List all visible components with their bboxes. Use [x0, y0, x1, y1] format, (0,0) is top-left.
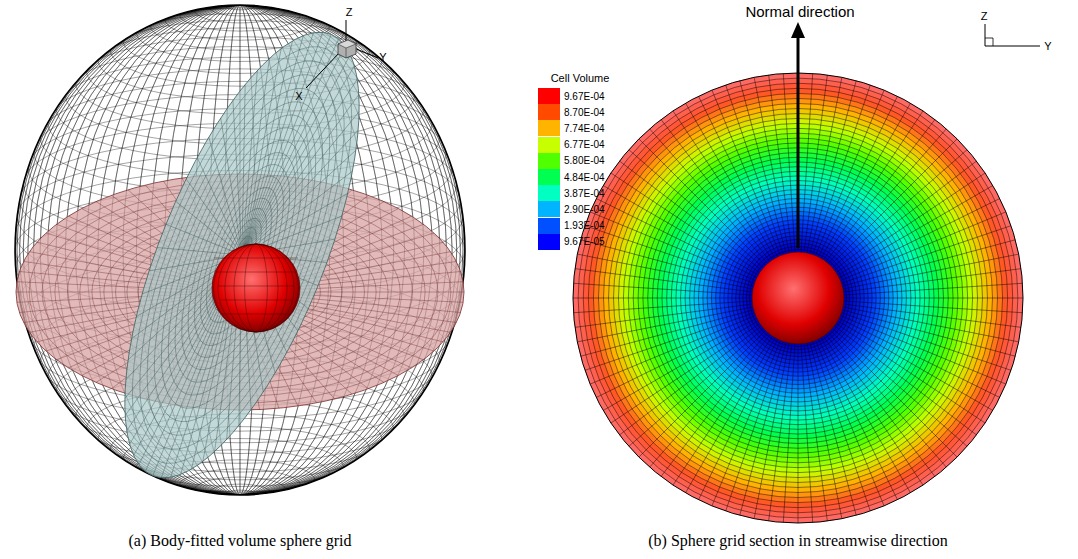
axis-label: Normal direction — [745, 4, 854, 21]
legend-swatch — [538, 169, 560, 185]
axis-label: X — [295, 90, 302, 102]
axis-label: Z — [346, 6, 353, 18]
legend-value: 4.84E-04 — [564, 172, 605, 183]
inner-sphere — [212, 244, 300, 332]
legend-value: 7.74E-04 — [564, 123, 605, 134]
legend-value: 9.67E-04 — [564, 91, 605, 102]
surface-wireframe — [15, 0, 465, 503]
axis-label: Y — [1044, 40, 1051, 52]
legend-swatch — [538, 185, 560, 201]
legend-value: 9.67E-05 — [564, 236, 605, 247]
subfigure-caption: (b) Sphere grid section in streamwise di… — [648, 532, 947, 550]
legend-value: 8.70E-04 — [564, 107, 605, 118]
legend-swatch — [538, 104, 560, 120]
axis-label: Y — [379, 51, 386, 63]
subfigure-caption: (a) Body-fitted volume sphere grid — [128, 532, 351, 550]
legend-title: Cell Volume — [551, 72, 610, 84]
legend-value: 6.77E-04 — [564, 139, 605, 150]
legend-value: 2.90E-04 — [564, 204, 605, 215]
legend-value: 5.80E-04 — [564, 155, 605, 166]
legend-swatch — [538, 153, 560, 169]
legend-swatch — [538, 201, 560, 217]
legend-swatch — [538, 234, 560, 250]
legend-value: 3.87E-04 — [564, 188, 605, 199]
inner-sphere — [752, 252, 844, 344]
legend-swatch — [538, 218, 560, 234]
vertical-plane — [77, 4, 407, 507]
axis-triads — [306, 20, 1040, 248]
legend-swatch — [538, 137, 560, 153]
volume-mesh — [15, 0, 465, 506]
legend-value: 1.93E-04 — [564, 220, 605, 231]
axis-label: Z — [981, 10, 988, 22]
legend-swatch — [538, 88, 560, 104]
legend-swatch — [538, 120, 560, 136]
